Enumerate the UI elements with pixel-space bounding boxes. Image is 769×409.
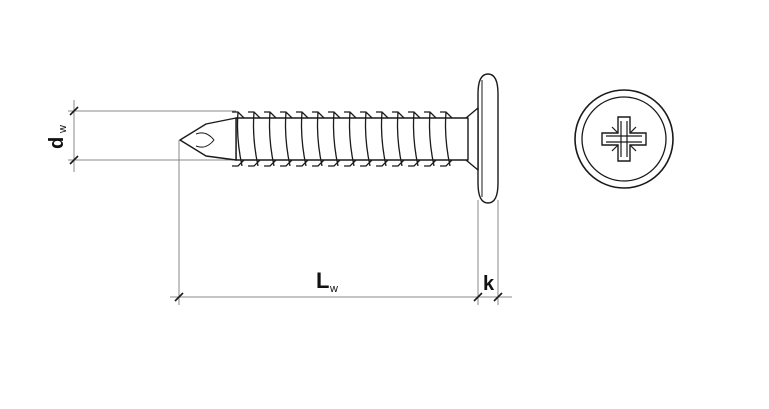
- pozi-marks: [606, 121, 642, 157]
- tick-length-right: [473, 292, 483, 302]
- tick-diameter-bottom: [69, 155, 79, 165]
- thread-turn: [280, 111, 293, 167]
- point-thread-curve: [195, 132, 215, 148]
- length-label-main: L: [316, 268, 329, 293]
- screw-side-view: [179, 73, 499, 204]
- tick-head-right: [493, 292, 503, 302]
- thread-turn: [248, 111, 261, 167]
- screw-threads: [232, 111, 453, 167]
- length-label-sub: w: [329, 283, 338, 295]
- diameter-label: d w: [46, 125, 69, 149]
- thread-turn: [424, 111, 437, 167]
- thread-turn: [376, 111, 389, 167]
- diameter-label-sub: w: [57, 125, 69, 134]
- screw-head-side: [477, 73, 499, 204]
- diameter-label-main: d: [46, 137, 68, 149]
- thread-turn: [440, 111, 453, 167]
- thread-turn: [408, 111, 421, 167]
- thread-turn: [296, 111, 309, 167]
- thread-turn: [328, 111, 341, 167]
- head-height-label: k: [483, 273, 495, 295]
- screw-point: [179, 117, 237, 161]
- thread-turn: [344, 111, 357, 167]
- dimension-ticks: [69, 106, 503, 302]
- thread-turn: [312, 111, 325, 167]
- screw-top-view: [574, 89, 674, 189]
- thread-turn: [232, 111, 245, 167]
- tick-length-left: [174, 292, 184, 302]
- thread-turn: [392, 111, 405, 167]
- thread-turn: [360, 111, 373, 167]
- length-label: L w: [316, 268, 338, 295]
- tick-diameter-top: [69, 106, 79, 116]
- thread-turn: [264, 111, 277, 167]
